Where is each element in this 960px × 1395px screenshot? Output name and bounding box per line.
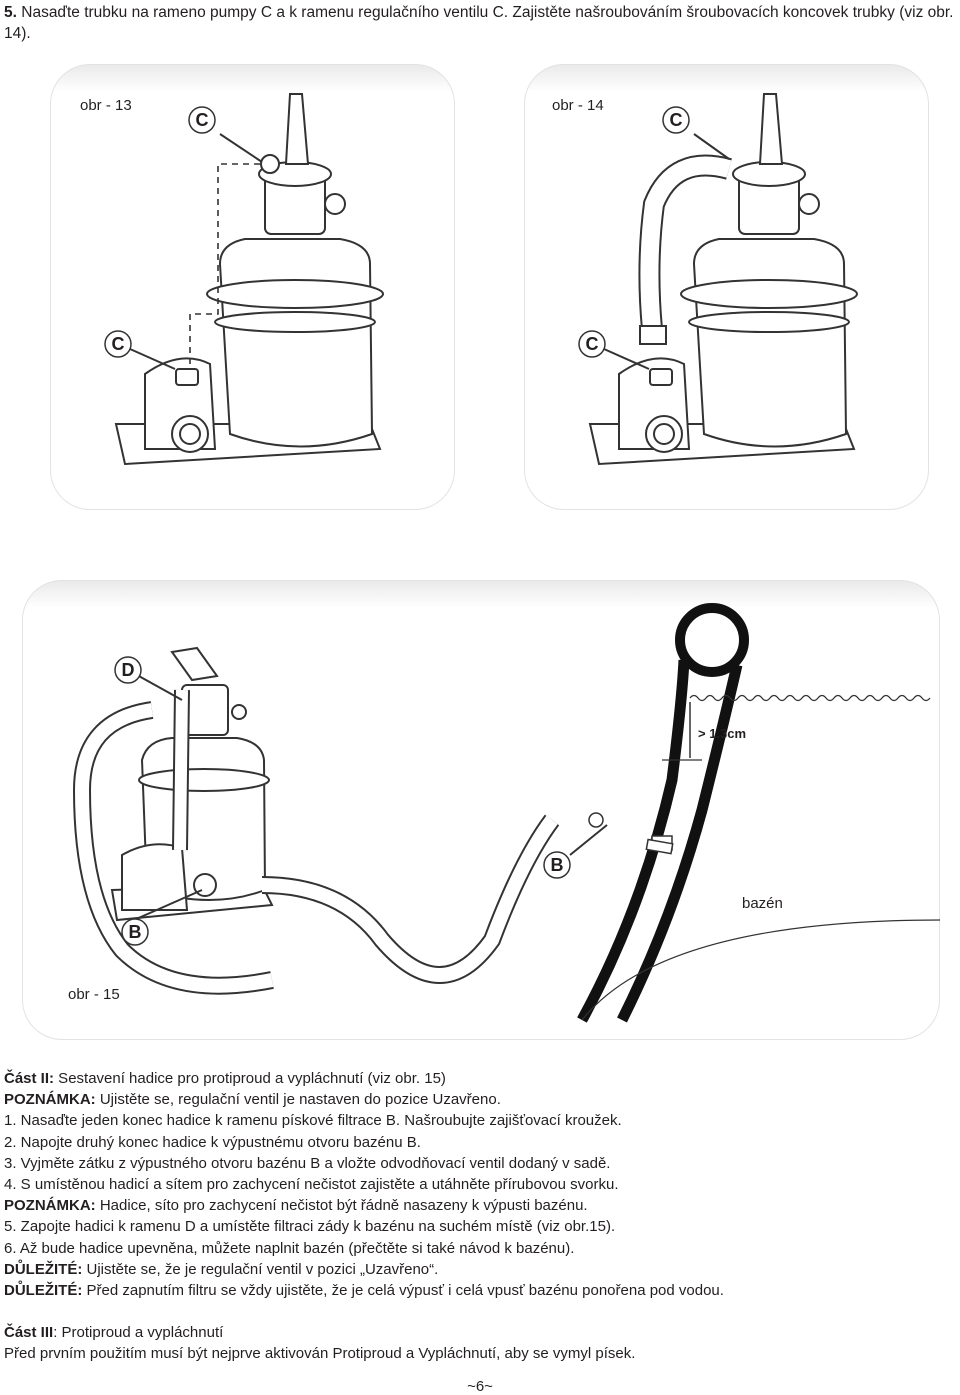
step-2: 2. Napojte druhý konec hadice k výpustné… (4, 1133, 421, 1151)
note-2-bold: POZNÁMKA: (4, 1197, 96, 1215)
section-2-heading-bold: Část II: (4, 1070, 55, 1087)
step-4: 4. S umístěnou hadicí a sítem pro zachyc… (4, 1176, 619, 1194)
step-1: 1. Nasaďte jeden konec hadice k ramenu p… (4, 1112, 622, 1130)
section-3-text: Před prvním použitím musí být nejprve ak… (4, 1345, 636, 1363)
note-1-bold: POZNÁMKA: (4, 1091, 96, 1109)
page-number: ~6~ (467, 1378, 493, 1395)
step-5: 5. Zapojte hadici k ramenu D a umístěte … (4, 1218, 616, 1236)
figure-14-illustration: C C (578, 93, 858, 466)
figure-13-label-c-bottom: C (112, 334, 125, 354)
figure-14-caption: obr - 14 (552, 97, 604, 114)
section-3-heading: Část III: Protiproud a vypláchnutí (4, 1322, 954, 1343)
intro-step-text: Nasaďte trubku na rameno pumpy C a k ram… (4, 4, 954, 42)
figure-14-panel: obr - 14 C C (524, 64, 929, 510)
important-2-text: Před zapnutím filtru se vždy ujistěte, ž… (82, 1282, 724, 1300)
important-2: DŮLEŽITÉ: Před zapnutím filtru se vždy u… (4, 1280, 954, 1301)
note-1-text: Ujistěte se, regulační ventil je nastave… (95, 1091, 501, 1109)
step-3: 3. Vyjměte zátku z výpustného otvoru baz… (4, 1154, 611, 1172)
figure-15-label-d: D (122, 660, 135, 680)
figure-15-illustration: > 1.3cm D B B (72, 603, 941, 1023)
figure-15-label-b-right: B (551, 855, 564, 875)
section-2-heading-text: Sestavení hadice pro protiproud a vyplác… (54, 1070, 446, 1087)
figure-15-panel: obr - 15 bazén > 1.3cm (22, 580, 941, 1040)
figure-14-label-c-top: C (670, 110, 683, 130)
figure-13-caption: obr - 13 (80, 97, 132, 114)
section-3-heading-text: : Protiproud a vypláchnutí (53, 1324, 224, 1342)
intro-step-number: 5. (4, 4, 17, 21)
figure-15-caption: obr - 15 (68, 986, 120, 1003)
figure-14-label-c-bottom: C (586, 334, 599, 354)
intro-instruction: 5. Nasaďte trubku na rameno pumpy C a k … (4, 2, 954, 44)
important-2-bold: DŮLEŽITÉ: (4, 1282, 83, 1300)
step-6: 6. Až bude hadice upevněna, můžete napln… (4, 1239, 575, 1257)
figure-13-panel: obr - 13 (50, 64, 455, 510)
measure-label: > 1.3cm (698, 726, 746, 741)
important-1-text: Ujistěte se, že je regulační ventil v po… (82, 1260, 439, 1278)
note-2: POZNÁMKA: Hadice, síto pro zachycení neč… (4, 1195, 954, 1216)
important-1: DŮLEŽITÉ: Ujistěte se, že je regulační v… (4, 1259, 954, 1280)
figure-13-label-c-top: C (196, 110, 209, 130)
section-2-instructions: Část II: Sestavení hadice pro protiproud… (4, 1068, 954, 1365)
pool-label: bazén (742, 895, 783, 912)
figure-13-illustration: C C (104, 93, 384, 466)
figure-15-label-b-left: B (129, 922, 142, 942)
section-3-heading-bold: Část III (4, 1324, 54, 1342)
note-2-text: Hadice, síto pro zachycení nečistot být … (95, 1197, 588, 1215)
note-1: POZNÁMKA: Ujistěte se, regulační ventil … (4, 1089, 954, 1110)
important-1-bold: DŮLEŽITÉ: (4, 1260, 83, 1278)
section-2-heading: Část II: Sestavení hadice pro protiproud… (4, 1068, 954, 1089)
